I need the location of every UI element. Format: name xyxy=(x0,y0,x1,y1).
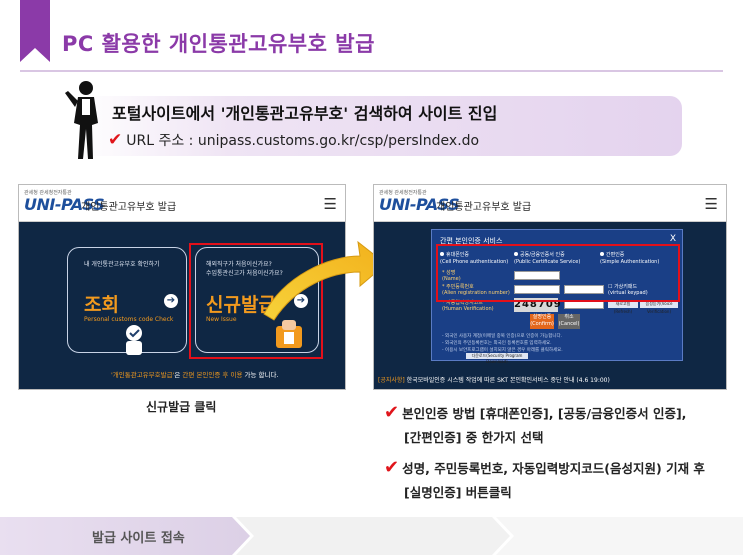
auth-option-phone[interactable]: 휴대폰인증(Cell Phone authentication) xyxy=(440,252,508,266)
radio-icon xyxy=(514,252,518,256)
confirm-button-en: (Confirm) xyxy=(530,321,554,327)
unipass-auth-screenshot: 관세청 관세청전자통관 UNI-PASS 개인통관고유부호 발급 ☰ 간편 본인… xyxy=(373,184,727,390)
banner-url-text: URL 주소 : unipass.customs.go.kr/csp/persI… xyxy=(126,133,480,149)
name-label: * 성명(Name) xyxy=(442,270,461,282)
captcha-voice-button[interactable]: 음성듣기(Voice Verification) xyxy=(640,300,678,314)
customs-logo-caption-2: 관세청 관세청전자통관 xyxy=(379,190,427,196)
hamburger-menu-icon[interactable]: ☰ xyxy=(323,195,337,213)
auth-option-simple-label: 간편인증 xyxy=(606,252,625,258)
lookup-question: 내 개인통관고유부호 확인하기 xyxy=(84,261,160,268)
new-issue-highlight-box xyxy=(189,243,323,359)
security-download-button[interactable]: 다운로드(Security Program Download) xyxy=(466,353,528,364)
person-check-icon xyxy=(126,325,142,355)
title-bookmark-icon xyxy=(20,0,50,62)
virtual-keypad-en: (virtual keypad) xyxy=(608,290,648,296)
rrn-label-en: (Alien registration number) xyxy=(442,290,510,296)
new-issue-question-2: 수입통관신고가 처음이신가요? xyxy=(206,270,283,277)
bullet-1-line-2: [간편인증] 중 한가지 선택 xyxy=(404,430,544,445)
confirm-button[interactable]: 실명인증(Confirm) xyxy=(530,314,554,329)
current-step-label: 발급 사이트 접속 xyxy=(92,531,185,546)
header-title-2: 개인통관고유부호 발급 xyxy=(436,202,532,213)
new-issue-card[interactable]: 해외직구가 처음이신가요? 수입통관신고가 처음이신가요? 신규발급 New I… xyxy=(195,247,319,353)
instruction-bullet-1: ✔본인인증 방법 [휴대폰인증], [공동/금융인증서 인증], xyxy=(384,403,686,424)
bullet-1-line-1: 본인인증 방법 [휴대폰인증], [공동/금융인증서 인증], xyxy=(402,406,687,421)
lookup-arrow-icon: ➔ xyxy=(164,294,178,308)
auth-note-1: - 외국인 사용자 계정(이메일 중복 인증)으로 인증이 가능합니다. xyxy=(442,334,563,339)
virtual-keypad-toggle[interactable]: ☐ 가상키패드(virtual keypad) xyxy=(608,284,648,296)
captcha-label-en: (Human Verification) xyxy=(442,306,494,312)
shot2-notice: [공지사항] 한국모바일인증 시스템 작업에 따른 SKT 본인확인서비스 중단… xyxy=(378,375,610,384)
auth-modal: 간편 본인인증 서비스 X 휴대폰인증(Cell Phone authentic… xyxy=(431,229,683,364)
bullet-2-line-2: [실명인증] 버튼클릭 xyxy=(404,485,512,500)
red-check-icon: ✔ xyxy=(108,130,123,150)
new-issue-arrow-icon: ➔ xyxy=(294,294,308,308)
instruction-bullet-2: ✔성명, 주민등록번호, 자동입력방지코드(음성지원) 기재 후 xyxy=(384,458,705,479)
name-label-ko: * 성명 xyxy=(442,270,456,276)
auth-form-highlight-box xyxy=(436,244,680,302)
next-step-arrow-icon xyxy=(263,240,387,321)
banner-instruction-text: 포털사이트에서 '개인통관고유부호' 검색하여 사이트 진입 xyxy=(112,104,498,123)
unipass-logo: UNI-PASS xyxy=(24,195,105,214)
bullet-2-line-1: 성명, 주민등록번호, 자동입력방지코드(음성지원) 기재 후 xyxy=(402,461,705,476)
hamburger-menu-icon-2[interactable]: ☰ xyxy=(704,195,718,213)
customs-logo-caption: 관세청 관세청전자통관 xyxy=(24,190,72,196)
cancel-button-en: (Cancel) xyxy=(558,321,580,327)
auth-option-certificate-en: (Public Certificate Service) xyxy=(514,259,581,265)
rrn-back-input[interactable] xyxy=(564,285,604,294)
footer-note-end: 가능 합니다. xyxy=(242,371,279,379)
new-issue-subtitle: New Issue xyxy=(206,316,237,323)
title-divider xyxy=(20,70,723,72)
rrn-label-ko: * 주민등록번호 xyxy=(442,284,474,290)
footer-note-highlight: '개인통관고유부호발급' xyxy=(111,371,175,379)
auth-option-phone-en: (Cell Phone authentication) xyxy=(440,259,509,265)
screenshot-caption: 신규발급 클릭 xyxy=(146,400,217,414)
customs-officer-icon xyxy=(276,320,302,348)
captcha-label: * 자동입력방지코드(Human Verification) xyxy=(442,300,494,312)
footer-note-text: 은 xyxy=(174,371,183,379)
auth-option-simple[interactable]: 간편인증(Simple Authentication) xyxy=(600,252,659,266)
auth-note-2: - 외국인의 주민등록번호는 외국인 등록번호를 입력하세요. xyxy=(442,341,552,346)
footer-note-highlight-2: 간편 본인인증 후 이용 xyxy=(182,371,243,379)
cancel-button[interactable]: 취소(Cancel) xyxy=(558,314,580,329)
lookup-subtitle: Personal customs code Check xyxy=(84,316,174,323)
auth-option-certificate[interactable]: 공동/금융인증서 인증(Public Certificate Service) xyxy=(514,252,580,266)
header-title: 개인통관고유부호 발급 xyxy=(81,202,177,213)
rrn-label: * 주민등록번호(Alien registration number) xyxy=(442,284,510,296)
captcha-refresh-button[interactable]: 새로고침(Refresh) xyxy=(608,300,638,314)
new-issue-title: 신규발급 xyxy=(206,294,276,316)
radio-icon xyxy=(600,252,604,256)
unipass-header-2: 관세청 관세청전자통관 UNI-PASS 개인통관고유부호 발급 ☰ xyxy=(374,185,726,222)
lookup-title: 조회 xyxy=(84,294,119,316)
rrn-front-input[interactable] xyxy=(514,285,560,294)
new-issue-question-1: 해외직구가 처음이신가요? xyxy=(206,261,272,268)
auth-option-certificate-label: 공동/금융인증서 인증 xyxy=(520,252,565,258)
banner-url-line: ✔URL 주소 : unipass.customs.go.kr/csp/pers… xyxy=(108,130,479,150)
radio-selected-icon xyxy=(440,252,444,256)
auth-note-3: - 이용시 보안프로그램이 설치되지 않은 경우 아래를 클릭하세요. xyxy=(442,348,563,353)
confirm-button-label: 실명인증 xyxy=(532,314,552,320)
page-title: PC 활용한 개인통관고유부호 발급 xyxy=(62,32,375,56)
presenter-silhouette-icon xyxy=(65,81,98,159)
unipass-header: 관세청 관세청전자통관 UNI-PASS 개인통관고유부호 발급 ☰ xyxy=(19,185,345,222)
close-icon[interactable]: X xyxy=(669,234,676,244)
step-progress-bar xyxy=(0,517,743,555)
instruction-banner xyxy=(78,96,682,156)
auth-option-simple-en: (Simple Authentication) xyxy=(600,259,660,265)
name-label-en: (Name) xyxy=(442,276,461,282)
auth-modal-title: 간편 본인인증 서비스 xyxy=(440,237,503,245)
virtual-keypad-label: 가상키패드 xyxy=(614,284,638,290)
notice-text: 한국모바일인증 시스템 작업에 따른 SKT 본인확인서비스 중단 안내 (4.… xyxy=(404,377,610,384)
red-check-icon: ✔ xyxy=(384,457,400,478)
cancel-button-label: 취소 xyxy=(564,314,574,320)
shot1-footer-note: '개인통관고유부호발급'은 간편 본인인증 후 이용 가능 합니다. xyxy=(111,369,279,379)
captcha-label-ko: * 자동입력방지코드 xyxy=(442,300,483,306)
unipass-logo-2: UNI-PASS xyxy=(379,195,460,214)
notice-tag: [공지사항] xyxy=(378,377,405,384)
red-check-icon: ✔ xyxy=(384,402,400,423)
name-input[interactable] xyxy=(514,271,560,280)
auth-option-phone-label: 휴대폰인증 xyxy=(446,252,470,258)
